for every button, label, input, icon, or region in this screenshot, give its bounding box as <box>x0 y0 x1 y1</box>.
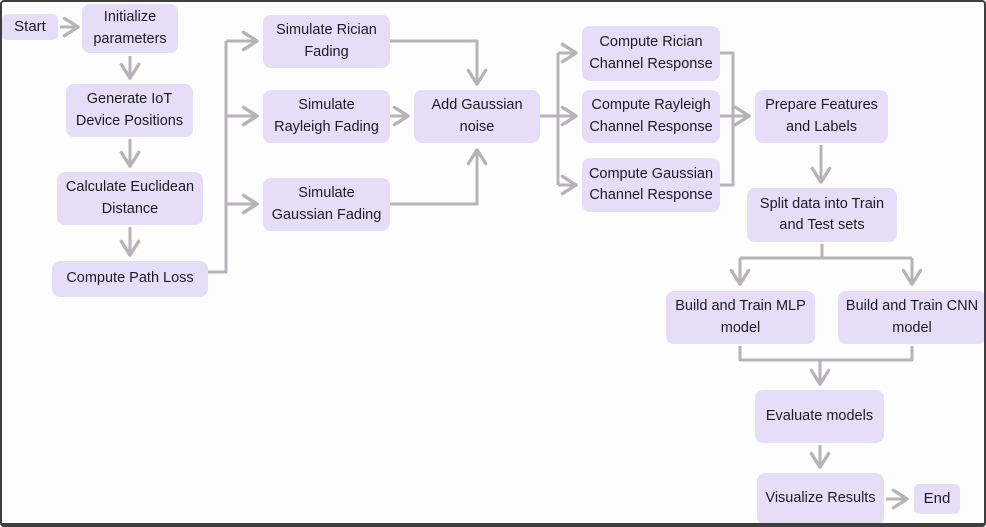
edge-pathloss-trunk <box>208 41 228 274</box>
node-build-train-mlp-model: Build and Train MLP model <box>666 291 815 344</box>
node-calculate-euclidean-distance: Calculate Euclidean Distance <box>57 172 203 225</box>
node-evaluate-models: Evaluate models <box>755 390 884 443</box>
node-compute-rayleigh-channel-response: Compute Rayleigh Channel Response <box>582 90 720 143</box>
node-generate-iot-device-positions: Generate IoT Device Positions <box>66 84 193 137</box>
node-simulate-rayleigh-fading: Simulate Rayleigh Fading <box>263 90 390 143</box>
edge-simrician-noise <box>390 39 488 86</box>
edge-compute-merge-trunk <box>720 51 735 187</box>
node-end: End <box>914 484 960 514</box>
node-start: Start <box>2 14 58 40</box>
edge-split-trunk <box>740 244 912 260</box>
node-simulate-rician-fading: Simulate Rician Fading <box>263 15 390 68</box>
node-compute-path-loss: Compute Path Loss <box>52 261 208 297</box>
edge-models-merge-trunk <box>738 346 914 362</box>
node-compute-gaussian-channel-response: Compute Gaussian Channel Response <box>582 158 720 212</box>
node-build-train-cnn-model: Build and Train CNN model <box>838 291 986 344</box>
node-simulate-gaussian-fading: Simulate Gaussian Fading <box>263 178 390 231</box>
edge-simgaussian-noise <box>390 148 488 206</box>
node-add-gaussian-noise: Add Gaussian noise <box>414 90 540 143</box>
node-compute-rician-channel-response: Compute Rician Channel Response <box>582 26 720 81</box>
node-prepare-features-and-labels: Prepare Features and Labels <box>755 90 888 143</box>
edge-noise-trunk <box>540 53 560 185</box>
node-split-data-train-test: Split data into Train and Test sets <box>747 188 897 242</box>
node-initialize-parameters: Initialize parameters <box>82 4 178 53</box>
node-visualize-results: Visualize Results <box>757 473 884 525</box>
